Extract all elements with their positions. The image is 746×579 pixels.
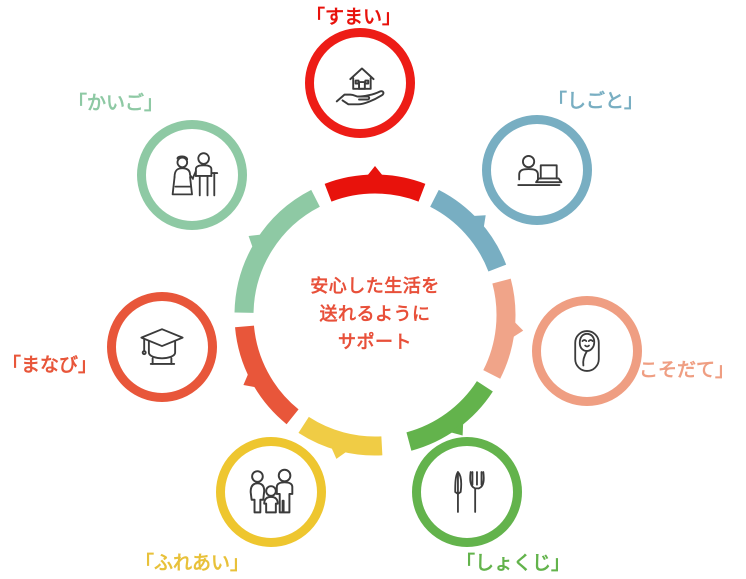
node-manabi[interactable] xyxy=(107,292,217,402)
node-ring-shokuji xyxy=(412,437,522,547)
hand-holding-house-icon xyxy=(335,67,385,106)
node-kaigo[interactable] xyxy=(137,120,247,230)
node-inner-sumai xyxy=(314,37,406,129)
node-fureai[interactable] xyxy=(216,437,326,547)
node-inner-fureai xyxy=(225,446,317,538)
node-ring-sumai xyxy=(305,28,415,138)
node-shokuji[interactable] xyxy=(412,437,522,547)
graduation-cap-icon xyxy=(140,328,184,365)
node-inner-shokuji xyxy=(421,446,513,538)
node-ring-shigoto xyxy=(482,115,592,225)
donut-segment-fureai xyxy=(298,416,383,456)
node-inner-kosodate xyxy=(541,305,633,397)
donut-pointer-shokuji xyxy=(449,422,464,436)
person-at-laptop-icon xyxy=(517,155,563,186)
node-ring-kosodate xyxy=(532,296,642,406)
donut-segment-manabi xyxy=(235,325,299,425)
donut-segments xyxy=(234,166,524,459)
node-label-shigoto: 「しごと」 xyxy=(548,91,644,112)
node-ring-kaigo xyxy=(137,120,247,230)
donut-pointer-fureai xyxy=(331,446,348,459)
donut-pointer-kosodate xyxy=(512,321,524,338)
donut-segment-shigoto xyxy=(429,189,507,272)
family-of-three-icon xyxy=(249,468,294,514)
node-label-fureai: 「ふれあい」 xyxy=(135,553,250,574)
node-label-sumai: 「すまい」 xyxy=(306,7,402,28)
node-inner-manabi xyxy=(116,301,208,393)
donut-pointer-manabi xyxy=(243,372,257,388)
node-shigoto[interactable] xyxy=(482,115,592,225)
node-kosodate[interactable] xyxy=(532,296,642,406)
knife-and-fork-icon xyxy=(454,471,485,513)
donut-pointer-shigoto xyxy=(472,215,486,229)
donut-pointer-kaigo xyxy=(248,234,262,249)
node-sumai[interactable] xyxy=(305,28,415,138)
donut-segment-shokuji xyxy=(406,380,493,451)
node-ring-manabi xyxy=(107,292,217,402)
donut-segment-kosodate xyxy=(483,278,516,379)
donut-pointer-sumai xyxy=(366,166,384,177)
elderly-care-icon xyxy=(171,152,219,197)
node-label-shokuji: 「しょくじ」 xyxy=(456,553,571,574)
donut-segment-sumai xyxy=(324,174,426,202)
node-ring-fureai xyxy=(216,437,326,547)
donut-segment-kaigo xyxy=(234,189,321,314)
swaddled-baby-icon xyxy=(574,330,600,372)
node-inner-shigoto xyxy=(491,124,583,216)
node-label-kosodate: 「こそだて」 xyxy=(620,360,735,381)
node-label-manabi: 「まなび」 xyxy=(2,355,98,376)
node-inner-kaigo xyxy=(146,129,238,221)
node-label-kaigo: 「かいご」 xyxy=(68,93,164,114)
